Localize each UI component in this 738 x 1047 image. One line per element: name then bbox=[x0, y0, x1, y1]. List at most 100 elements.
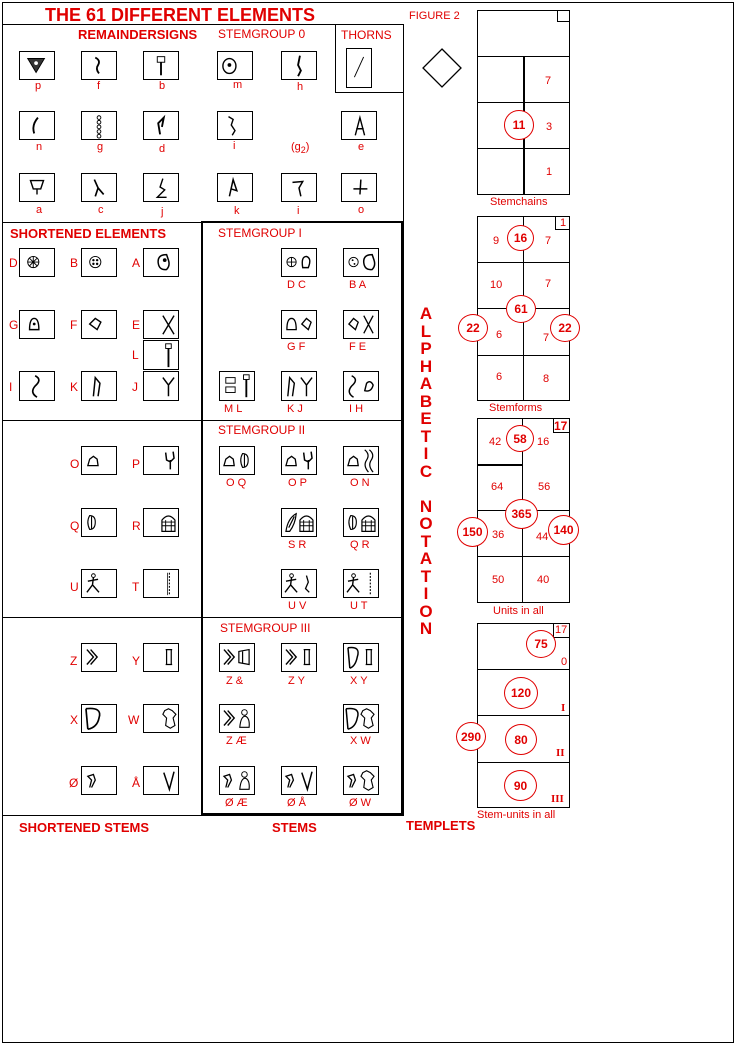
element-L bbox=[143, 340, 179, 370]
shortened-stem-T bbox=[143, 569, 179, 598]
stem-OE-AA bbox=[281, 766, 317, 795]
t3-h3 bbox=[477, 556, 570, 557]
label-j: j bbox=[161, 206, 164, 218]
t4-row-II: II bbox=[556, 747, 565, 759]
remaindersign-d bbox=[143, 111, 179, 140]
stem-ON bbox=[343, 446, 379, 475]
label-OE-left: Ø bbox=[69, 776, 79, 790]
label-Y-left: Y bbox=[132, 654, 141, 668]
divider-row2 bbox=[2, 420, 404, 421]
t3-num-64: 64 bbox=[491, 481, 504, 493]
t2-circle-22-left: 22 bbox=[458, 314, 488, 342]
remaindersign-i2 bbox=[281, 173, 317, 202]
element-D bbox=[19, 248, 55, 277]
shortened-stem-Y bbox=[143, 643, 179, 672]
shortened-stem-Z bbox=[81, 643, 117, 672]
label-Z-left: Z bbox=[70, 654, 78, 668]
stem-UV bbox=[281, 569, 317, 598]
remainders-header: REMAINDERSIGNS bbox=[78, 27, 198, 42]
footer-shortened-stems: SHORTENED STEMS bbox=[19, 820, 150, 835]
stem-ML bbox=[219, 371, 255, 401]
stem-OE-AE bbox=[219, 766, 255, 795]
t3-corner-label: 17 bbox=[554, 419, 568, 433]
divider-top bbox=[2, 24, 404, 25]
t4-h2 bbox=[477, 715, 570, 716]
label-c: c bbox=[98, 204, 104, 216]
label-XY: X Y bbox=[350, 675, 368, 687]
label-FE: F E bbox=[349, 341, 367, 353]
label-d: d bbox=[159, 143, 166, 155]
shortened-stem-R bbox=[143, 508, 179, 537]
label-A: A bbox=[132, 256, 141, 270]
stem-UT bbox=[343, 569, 379, 598]
stem-FE bbox=[343, 310, 379, 339]
label-X-left: X bbox=[70, 713, 79, 727]
remaindersign-h bbox=[281, 51, 317, 80]
divider-row4 bbox=[2, 815, 404, 816]
t1-num-3: 3 bbox=[546, 121, 553, 133]
label-K: K bbox=[70, 380, 79, 394]
t3-circle-365: 365 bbox=[505, 499, 538, 529]
label-Z-AE: Z Æ bbox=[226, 735, 247, 747]
t3-caption: Units in all bbox=[493, 605, 544, 617]
label-o: o bbox=[358, 204, 365, 216]
t3-circle-150: 150 bbox=[457, 517, 488, 547]
page-title: THE 61 DIFFERENT ELEMENTS bbox=[45, 5, 316, 25]
t2-num-6b: 6 bbox=[496, 371, 503, 383]
footer-stems: STEMS bbox=[272, 820, 317, 835]
label-k: k bbox=[234, 205, 240, 217]
label-UV: U V bbox=[288, 600, 307, 612]
stemgroup0-label: STEMGROUP 0 bbox=[218, 27, 306, 41]
shortened-stem-OE bbox=[81, 766, 117, 795]
label-ML: M L bbox=[224, 403, 243, 415]
label-e: e bbox=[358, 141, 365, 153]
thorns-label: THORNS bbox=[341, 28, 392, 42]
t3-num-50: 50 bbox=[492, 574, 505, 586]
label-F: F bbox=[70, 318, 78, 332]
stem-SR bbox=[281, 508, 317, 537]
label-XW: X W bbox=[350, 735, 371, 747]
alphabetic-notation-label: A L P H A B E T I C N O T A T I O N bbox=[419, 304, 433, 638]
remaindersign-i bbox=[217, 111, 253, 140]
stem-OP bbox=[281, 446, 317, 475]
t3-num-44: 44 bbox=[536, 531, 549, 543]
label-a: a bbox=[36, 204, 43, 216]
label-B: B bbox=[70, 256, 79, 270]
t2-num-10: 10 bbox=[490, 279, 503, 291]
label-BA: B A bbox=[349, 279, 367, 291]
stems-group-frame bbox=[201, 221, 403, 815]
stem-OQ bbox=[219, 446, 255, 475]
diamond-shape bbox=[422, 48, 462, 88]
t3-circle-58: 58 bbox=[506, 425, 534, 452]
remaindersign-j bbox=[143, 173, 179, 202]
label-n: n bbox=[36, 141, 43, 153]
remaindersign-e bbox=[341, 111, 377, 140]
stem-GF bbox=[281, 310, 317, 339]
label-ON: O N bbox=[350, 477, 370, 489]
templet4-corner bbox=[553, 623, 570, 638]
label-E: E bbox=[132, 318, 141, 332]
element-B bbox=[81, 248, 117, 277]
element-E bbox=[143, 310, 179, 339]
element-I bbox=[19, 371, 55, 401]
remaindersign-f bbox=[81, 51, 117, 80]
templet3-corner bbox=[553, 418, 570, 433]
label-OE-AA: Ø Å bbox=[287, 797, 306, 809]
t2-circle-22-right: 22 bbox=[550, 314, 580, 342]
footer-templets: TEMPLETS bbox=[406, 818, 476, 833]
stem-BA bbox=[343, 248, 379, 277]
label-OQ: O Q bbox=[226, 477, 247, 489]
stem-KJ bbox=[281, 371, 317, 401]
remaindersign-a bbox=[19, 173, 55, 202]
label-O-left: O bbox=[70, 457, 80, 471]
remaindersign-n bbox=[19, 111, 55, 140]
stem-DC bbox=[281, 248, 317, 277]
label-OE-W: Ø W bbox=[349, 797, 371, 809]
label-U-left: U bbox=[70, 580, 79, 594]
shortened-stem-AA bbox=[143, 766, 179, 795]
element-J bbox=[143, 371, 179, 401]
t3-num-16: 16 bbox=[537, 436, 550, 448]
element-G bbox=[19, 310, 55, 339]
shortened-stem-P bbox=[143, 446, 179, 475]
